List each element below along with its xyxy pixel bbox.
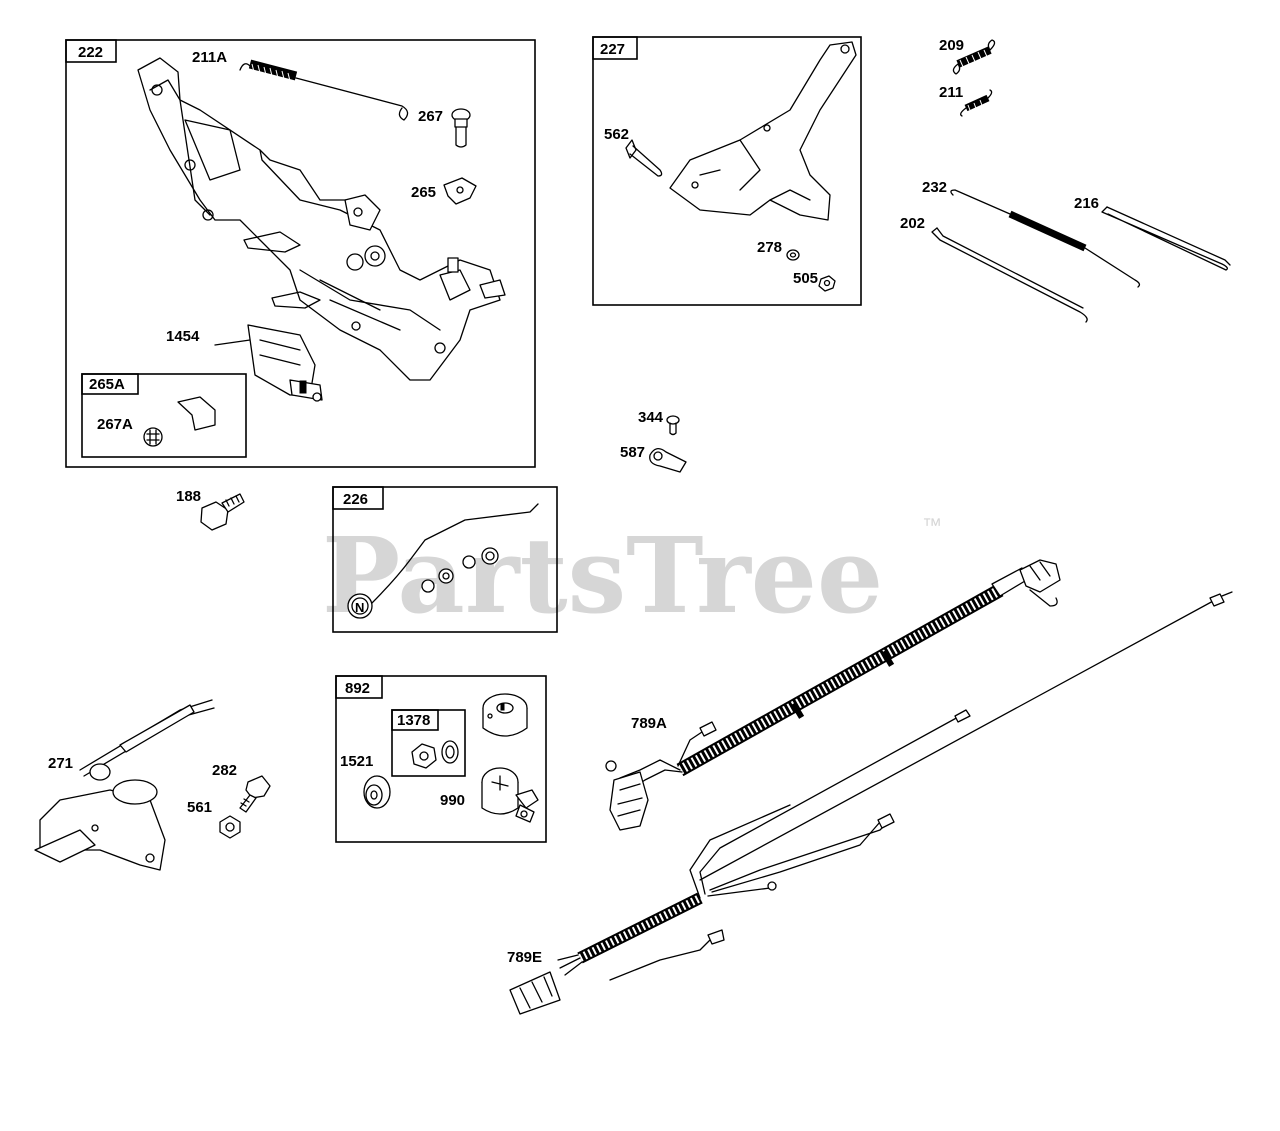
group-1378[interactable]: 1378 bbox=[391, 709, 466, 777]
part-control-bracket[interactable] bbox=[137, 57, 506, 381]
part-271-throttle-control[interactable] bbox=[34, 699, 215, 871]
part-267A-screw[interactable] bbox=[143, 427, 163, 447]
label-587: 587 bbox=[620, 444, 645, 461]
label-211A: 211A bbox=[192, 49, 227, 66]
part-267-screw[interactable] bbox=[451, 108, 471, 148]
group-226-tag bbox=[332, 486, 384, 510]
part-265A-clip[interactable] bbox=[177, 396, 216, 431]
label-271: 271 bbox=[48, 755, 73, 772]
watermark-text: PartsTree bbox=[322, 514, 883, 637]
label-202: 202 bbox=[900, 215, 925, 232]
label-188: 188 bbox=[176, 488, 201, 505]
group-265A-label: 265A bbox=[89, 376, 125, 393]
group-222-tag bbox=[65, 39, 117, 63]
label-282: 282 bbox=[212, 762, 237, 779]
part-505-nut[interactable] bbox=[818, 275, 836, 292]
watermark: PartsTree ™ bbox=[322, 514, 942, 637]
label-505: 505 bbox=[793, 270, 818, 287]
label-267A: 267A bbox=[97, 416, 133, 433]
group-222-label: 222 bbox=[78, 44, 103, 61]
part-209-spring[interactable] bbox=[952, 39, 996, 75]
label-265: 265 bbox=[411, 184, 436, 201]
part-188-bolt[interactable] bbox=[200, 493, 245, 531]
label-211: 211 bbox=[939, 84, 963, 101]
part-232-spring-rod[interactable] bbox=[950, 189, 1141, 288]
group-892[interactable]: 892 1378 1521 bbox=[335, 675, 547, 843]
part-1521-bushing[interactable] bbox=[363, 775, 391, 809]
part-1378-nut-washer[interactable] bbox=[411, 740, 459, 769]
label-789A: 789A bbox=[631, 715, 667, 732]
part-892-ignition-switch[interactable] bbox=[482, 693, 528, 737]
group-1378-tag bbox=[391, 709, 439, 731]
label-789E: 789E bbox=[507, 949, 542, 966]
label-1521: 1521 bbox=[340, 753, 373, 770]
label-562: 562 bbox=[604, 126, 629, 143]
label-232: 232 bbox=[922, 179, 947, 196]
part-789E-wire-harness[interactable] bbox=[509, 709, 971, 1015]
label-278: 278 bbox=[757, 239, 782, 256]
part-282-bolt[interactable] bbox=[239, 775, 271, 813]
group-1378-label: 1378 bbox=[397, 712, 430, 729]
part-587-clamp[interactable] bbox=[649, 448, 687, 473]
part-202-rod[interactable] bbox=[931, 227, 1088, 323]
part-265-clip[interactable] bbox=[443, 177, 477, 205]
part-278-washer[interactable] bbox=[786, 249, 800, 261]
group-227-tag bbox=[592, 36, 638, 60]
group-226[interactable]: 226 N bbox=[332, 486, 558, 633]
group-265A-tag bbox=[81, 373, 139, 395]
label-344: 344 bbox=[638, 409, 664, 426]
part-344-screw[interactable] bbox=[666, 415, 680, 436]
group-222[interactable]: 222 211A 267 265 bbox=[65, 39, 536, 468]
label-561: 561 bbox=[187, 799, 212, 816]
watermark-trademark: ™ bbox=[922, 515, 942, 537]
group-226-frame bbox=[332, 486, 558, 633]
label-1454: 1454 bbox=[166, 328, 200, 345]
label-267: 267 bbox=[418, 108, 443, 125]
choke-knob-n-icon: N bbox=[355, 600, 364, 615]
part-561-nut[interactable] bbox=[219, 815, 241, 839]
group-892-label: 892 bbox=[345, 680, 370, 697]
label-216: 216 bbox=[1074, 195, 1099, 212]
part-216-rod[interactable] bbox=[1101, 206, 1231, 271]
group-222-frame bbox=[65, 39, 536, 468]
part-211A-spring[interactable] bbox=[239, 59, 409, 121]
label-990: 990 bbox=[440, 792, 465, 809]
group-227-label: 227 bbox=[600, 41, 625, 58]
part-1454-switch[interactable] bbox=[214, 324, 323, 402]
part-789A-wire-harness[interactable] bbox=[605, 559, 1061, 831]
group-892-frame bbox=[335, 675, 547, 843]
group-226-label: 226 bbox=[343, 491, 368, 508]
group-265A-frame bbox=[81, 373, 247, 458]
part-562-pin[interactable] bbox=[625, 139, 663, 177]
part-227-lever[interactable] bbox=[669, 41, 857, 221]
group-892-tag bbox=[335, 675, 383, 699]
part-789-long-wire[interactable] bbox=[699, 591, 1233, 881]
part-226-choke-cable[interactable]: N bbox=[347, 503, 539, 619]
group-227-frame bbox=[592, 36, 862, 306]
label-209: 209 bbox=[939, 37, 964, 54]
part-211-spring[interactable] bbox=[960, 89, 993, 117]
group-227[interactable]: 227 562 278 505 bbox=[592, 36, 862, 306]
group-265A[interactable]: 265A 267A bbox=[81, 373, 247, 458]
part-990-key-switch[interactable] bbox=[481, 767, 539, 823]
